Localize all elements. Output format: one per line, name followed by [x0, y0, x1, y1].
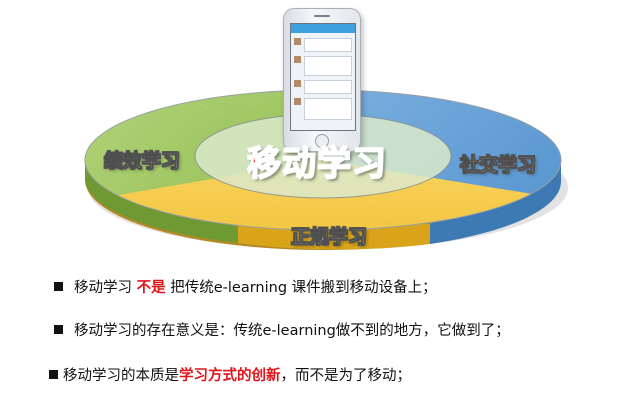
mobile-learning-diagram: 绩效学习 社交学习 正规学习 移动学习 — [84, 8, 568, 250]
phone-screen — [290, 23, 356, 131]
square-bullet-icon — [49, 370, 58, 379]
bullet-item: 移动学习的本质是 学习方式的创新 ，而不是为了移动； — [49, 364, 411, 385]
bullet-item: 移动学习 不是 把传统e-learning 课件搬到移动设备上； — [54, 276, 437, 297]
bullet-text-pre: 移动学习的本质是 — [63, 368, 179, 384]
bullet-text-post: 把传统e-learning 课件搬到移动设备上； — [165, 280, 437, 296]
bullet-text: 移动学习的存在意义是：传统e-learning做不到的地方，它做到了； — [74, 323, 510, 339]
bullet-text-post: ，而不是为了移动； — [280, 368, 412, 384]
bullet-highlight: 不是 — [136, 280, 166, 296]
segment-yellow-left — [85, 160, 323, 230]
bullet-text-pre: 移动学习 — [74, 280, 137, 296]
segment-label-performance: 绩效学习 — [104, 150, 181, 173]
segment-label-formal: 正规学习 — [291, 226, 368, 249]
center-title: 移动学习 — [246, 143, 387, 185]
segment-label-social: 社交学习 — [460, 154, 537, 177]
square-bullet-icon — [54, 325, 63, 334]
square-bullet-icon — [54, 282, 63, 291]
phone-home-button — [315, 134, 329, 148]
phone-app-header — [291, 24, 355, 33]
phone-speaker — [314, 15, 330, 17]
bullet-item: 移动学习的存在意义是：传统e-learning做不到的地方，它做到了； — [54, 319, 510, 340]
smartphone-image — [283, 8, 361, 152]
bullet-highlight: 学习方式的创新 — [179, 368, 281, 384]
